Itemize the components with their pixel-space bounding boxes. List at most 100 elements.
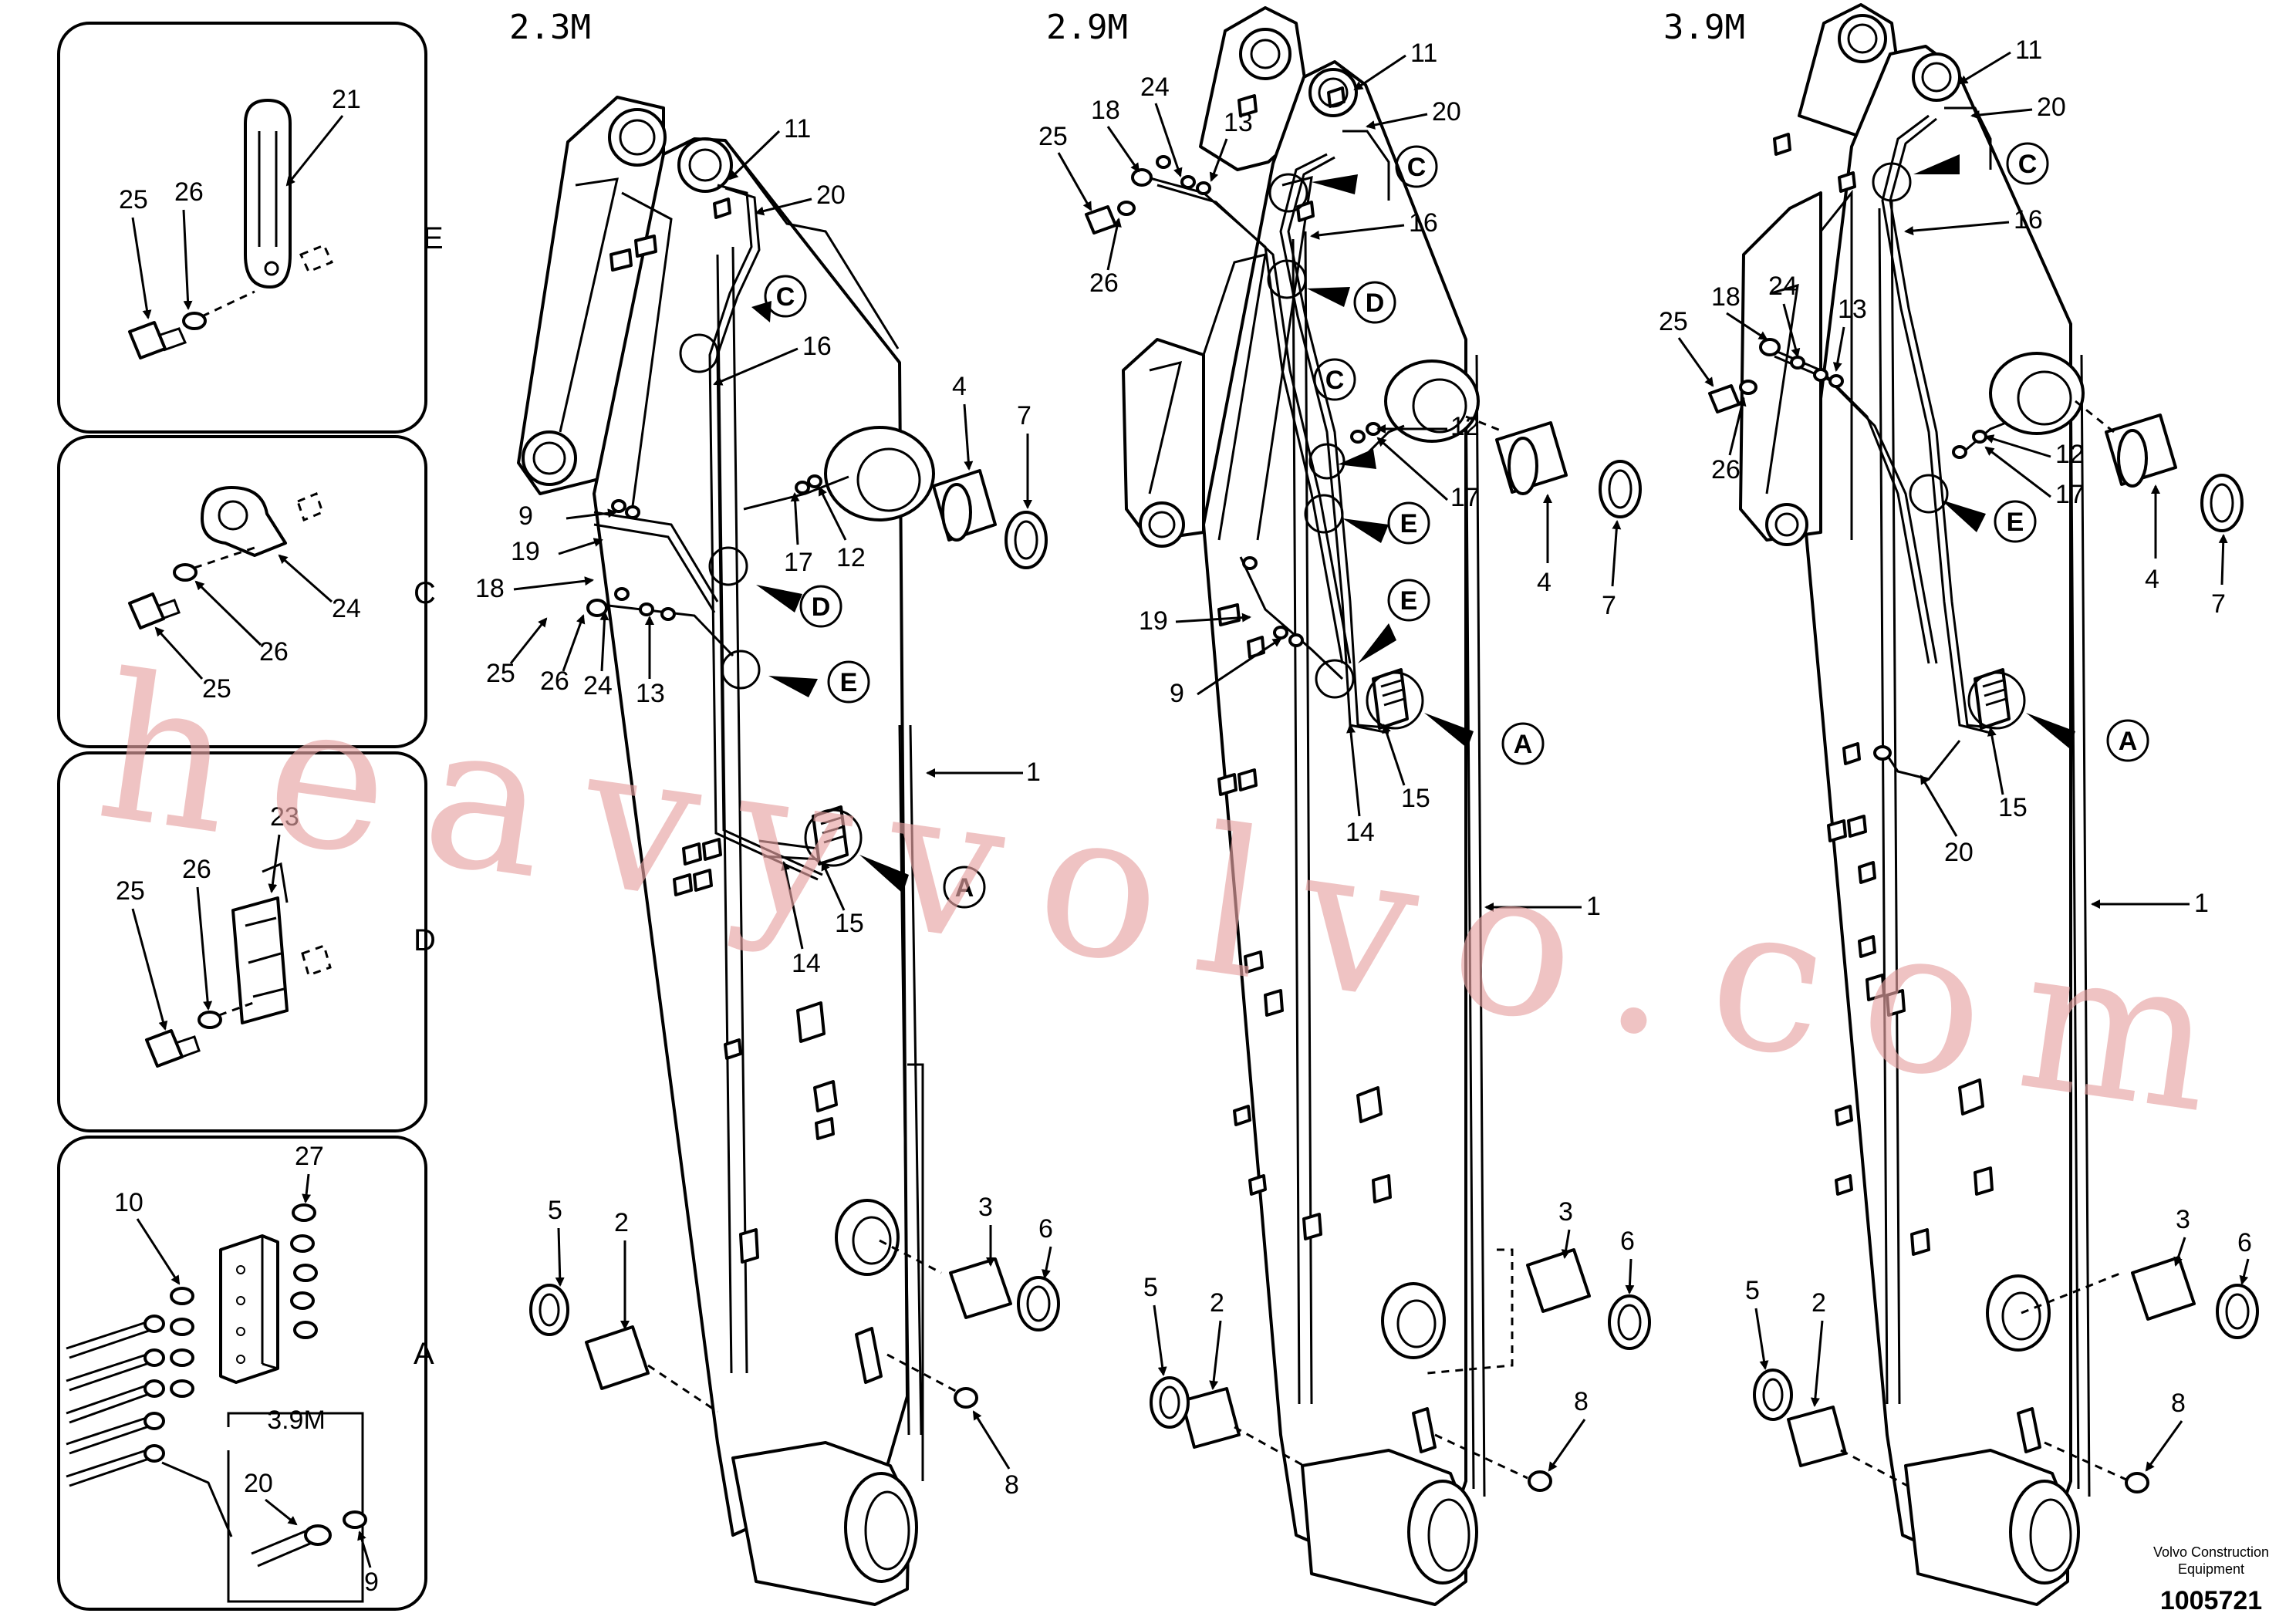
label-2-v1: 2: [614, 1208, 629, 1237]
drawing-number: 1005721: [2160, 1586, 2262, 1615]
label-5-v3: 5: [1745, 1276, 1760, 1305]
label-10: 10: [114, 1188, 144, 1217]
view-title-2-9m: 2.9M: [1046, 8, 1128, 47]
boom-view-2-9m: 2.9M: [1038, 6, 1651, 1606]
label-7-v1: 7: [1017, 401, 1032, 430]
label-15-v3: 15: [1998, 793, 2028, 822]
inset-letter-d: D: [414, 923, 436, 957]
label-25: 25: [119, 185, 148, 214]
label-19-v2: 19: [1139, 606, 1168, 636]
label-25-v1: 25: [486, 659, 515, 688]
label-25-v3: 25: [1659, 307, 1688, 336]
label-3-v1: 3: [978, 1193, 993, 1222]
ref-a-v2: A: [1514, 730, 1533, 759]
label-17-v1: 17: [784, 548, 813, 577]
label-15-v2: 15: [1401, 784, 1430, 813]
label-1-v1: 1: [1026, 758, 1041, 787]
label-12-v3: 12: [2055, 440, 2085, 469]
inset-detail-a: A 3.9M: [57, 1136, 434, 1611]
label-18-v3: 18: [1711, 282, 1741, 312]
label-2-v2: 2: [1210, 1288, 1224, 1318]
boom-view-3-9m: 3.9M: [1659, 3, 2259, 1606]
label-4-v1: 4: [952, 372, 967, 401]
label-13-v1: 13: [636, 679, 665, 708]
company-name-line1: Volvo Construction: [2153, 1544, 2269, 1560]
label-17-v3: 17: [2055, 480, 2085, 509]
view-title-3-9m: 3.9M: [1663, 8, 1745, 47]
label-6-v1: 6: [1038, 1214, 1053, 1244]
ref-c-v2-mid: C: [1325, 366, 1345, 395]
label-3-v3: 3: [2176, 1205, 2190, 1234]
label-20-v3-top: 20: [2037, 93, 2066, 122]
ref-d-v1: D: [812, 592, 831, 622]
inset-letter-c: C: [414, 576, 436, 610]
label-20-v1: 20: [816, 181, 846, 210]
label-4-v2: 4: [1537, 568, 1551, 597]
company-name-line2: Equipment: [2178, 1561, 2244, 1577]
label-13-v3: 13: [1838, 295, 1867, 324]
ref-e-v2-top: E: [1400, 509, 1418, 538]
label-20-inset: 20: [244, 1469, 273, 1498]
ref-e-v1: E: [840, 668, 858, 697]
label-20-v3-bottom: 20: [1944, 838, 1974, 867]
label-18-v2: 18: [1091, 96, 1120, 125]
ref-c-v3: C: [2018, 150, 2038, 179]
ref-e-v2-bottom: E: [1400, 586, 1418, 616]
label-26-inset-d: 26: [182, 855, 211, 884]
ref-c-v2-top: C: [1407, 153, 1427, 182]
inset-sub-label-3-9m: 3.9M: [267, 1406, 326, 1435]
label-6-v3: 6: [2237, 1228, 2252, 1257]
inset-letter-a: A: [414, 1337, 434, 1371]
label-9-v1: 9: [518, 501, 533, 531]
label-2-v3: 2: [1811, 1288, 1826, 1318]
label-13-v2: 13: [1224, 108, 1253, 137]
label-25-inset-c: 25: [202, 674, 231, 704]
label-26-inset-c: 26: [259, 637, 289, 667]
label-23: 23: [270, 802, 299, 832]
label-9-v2: 9: [1170, 679, 1184, 708]
label-1-v3: 1: [2194, 889, 2209, 918]
label-24-v2: 24: [1140, 73, 1170, 102]
label-21: 21: [332, 85, 361, 114]
inset-detail-d: D 25 26 23: [57, 751, 436, 1132]
label-26: 26: [174, 177, 204, 207]
inset-detail-c: C 24 26 25: [57, 435, 436, 748]
label-12-v2: 12: [1450, 412, 1480, 441]
label-25-inset-d: 25: [116, 876, 145, 906]
label-26-v3: 26: [1711, 455, 1741, 484]
ref-a-v1: A: [955, 873, 974, 903]
inset-detail-e: E 25 26 21: [57, 22, 444, 434]
label-24-v3: 24: [1768, 272, 1798, 301]
label-14-v1: 14: [792, 949, 821, 978]
label-5-v2: 5: [1143, 1273, 1158, 1302]
label-8-v1: 8: [1004, 1470, 1019, 1500]
label-5-v1: 5: [548, 1196, 562, 1225]
label-3-v2: 3: [1558, 1197, 1573, 1227]
label-16-v3: 16: [2014, 205, 2043, 235]
label-7-v2: 7: [1602, 591, 1616, 620]
view-title-2-3m: 2.3M: [509, 8, 591, 47]
label-8-v2: 8: [1574, 1387, 1589, 1416]
label-27: 27: [295, 1142, 324, 1171]
label-24-inset: 24: [332, 594, 361, 623]
footer: Volvo Construction Equipment 1005721: [2153, 1544, 2269, 1615]
boom-view-2-3m: 2.3M: [475, 8, 1060, 1606]
label-1-v2: 1: [1586, 892, 1601, 921]
label-6-v2: 6: [1620, 1227, 1635, 1256]
label-11-v2: 11: [1410, 39, 1437, 68]
label-20-v2: 20: [1432, 97, 1461, 127]
ref-e-v3: E: [2007, 508, 2024, 537]
label-25-v2: 25: [1038, 122, 1068, 151]
label-26-v1: 26: [540, 667, 569, 696]
label-26-v2: 26: [1089, 268, 1119, 298]
label-4-v3: 4: [2145, 565, 2159, 594]
label-19-v1: 19: [511, 537, 540, 566]
label-8-v3: 8: [2171, 1389, 2186, 1418]
label-16-v2: 16: [1409, 208, 1438, 238]
label-7-v3: 7: [2211, 589, 2226, 619]
label-16-v1: 16: [802, 332, 832, 361]
label-15-v1: 15: [835, 909, 864, 938]
inset-letter-e: E: [423, 221, 444, 255]
ref-a-v3: A: [2119, 727, 2138, 756]
